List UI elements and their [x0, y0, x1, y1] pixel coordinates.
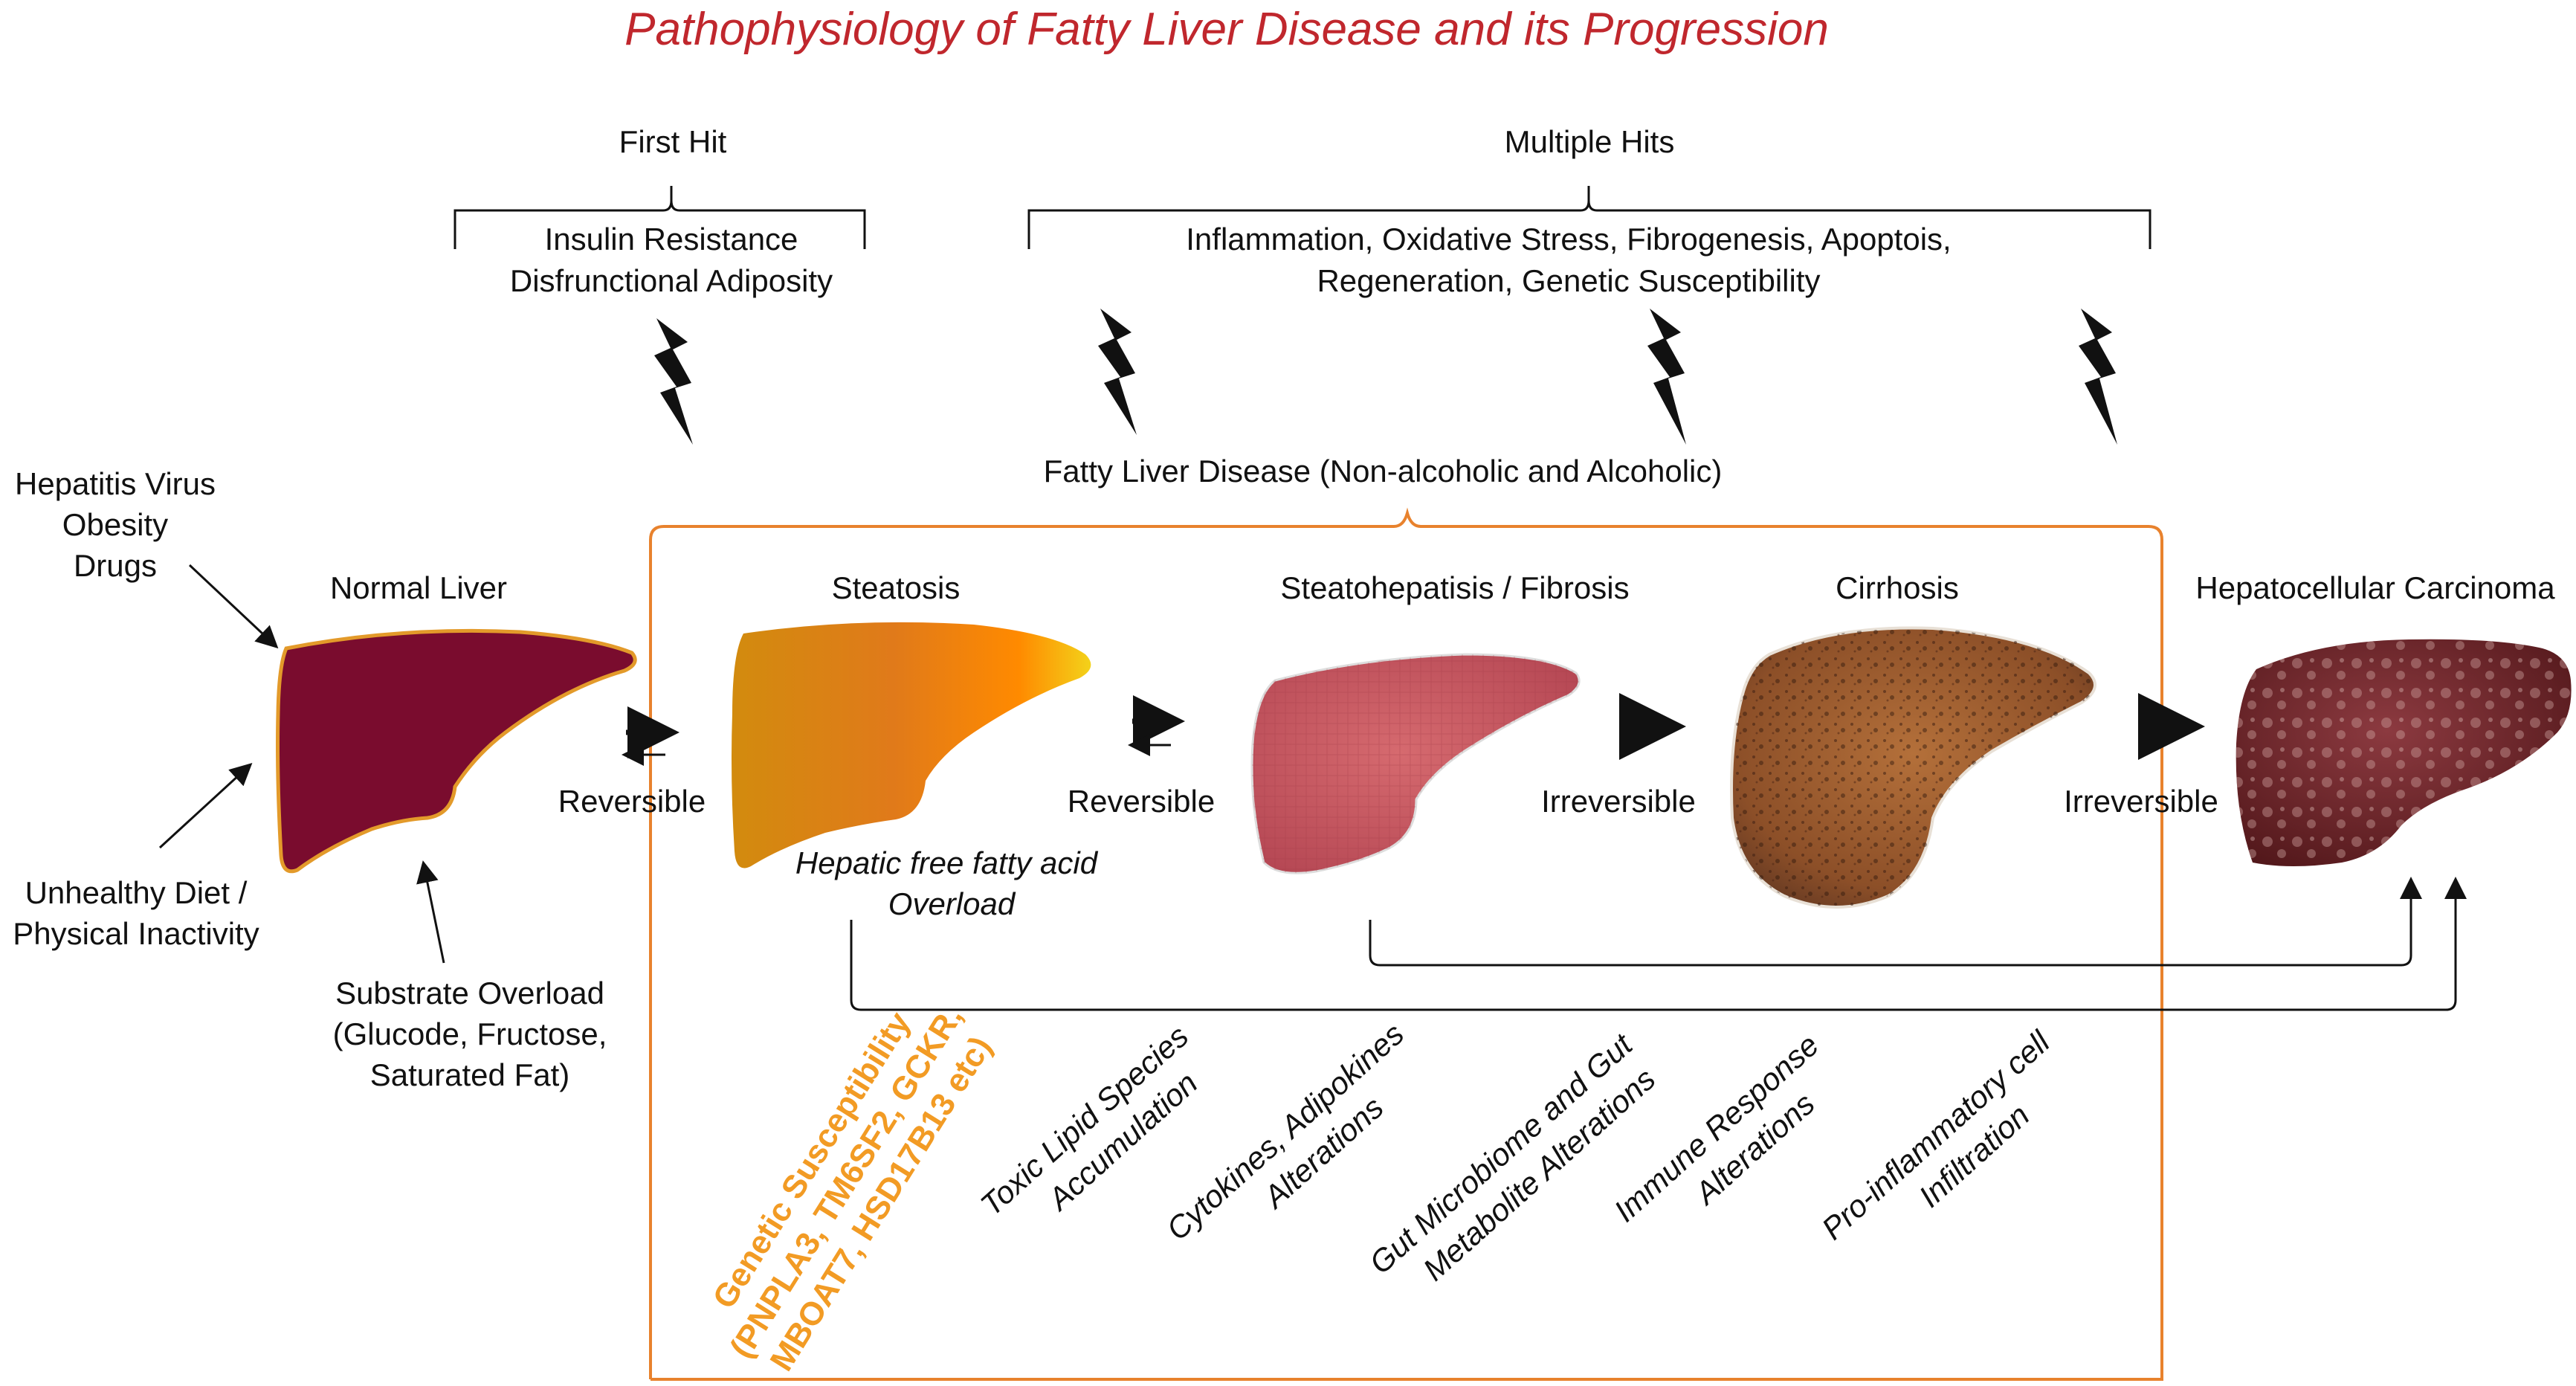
- multiple-hits-label: Multiple Hits: [1505, 124, 1675, 159]
- risk-factor-drugs: Drugs: [74, 548, 157, 583]
- mechanism-gut: Gut Microbiome and Gut Metabolite Altera…: [1363, 1026, 1662, 1288]
- multiple-hits-brace: [1027, 186, 2151, 249]
- first-hit-line-1: Insulin Resistance: [545, 222, 798, 257]
- multiple-hits-line-2: Regeneration, Genetic Susceptibility: [1317, 263, 1820, 298]
- transition-arrows: [622, 693, 2205, 766]
- transition-label-3: Irreversible: [1541, 784, 1696, 819]
- stage-label-hcc: Hepatocellular Carcinoma: [2195, 570, 2555, 605]
- lightning-bolt-icon: [1647, 309, 1686, 445]
- genetic-genes-1: (PNPLA3, TM6SF2, GCKR,: [723, 999, 970, 1364]
- transition-label-4: Irreversible: [2064, 784, 2218, 819]
- page-title: Pathophysiology of Fatty Liver Disease a…: [624, 4, 1829, 55]
- risk-factor-sugars: (Glucode, Fructose,: [333, 1016, 607, 1051]
- stage-label-fibrosis: Steatohepatisis / Fibrosis: [1280, 570, 1629, 605]
- transition-label-2: Reversible: [1068, 784, 1215, 819]
- mechanism-proinflammatory: Pro-inflammatory cell Infiltration: [1815, 1023, 2057, 1246]
- progression-line-steatosis-to-hcc: [850, 877, 2467, 1011]
- liver-steatosis-icon: [732, 622, 1091, 868]
- first-hit-line-2: Disfrunctional Adiposity: [510, 263, 833, 298]
- liver-fibrosis-icon: [1250, 653, 1581, 874]
- risk-factor-substrate: Substrate Overload: [335, 976, 604, 1011]
- liver-cirrhosis-icon: [1730, 626, 2096, 909]
- genetic-susceptibility: Genetic Susceptibility (PNPLA3, TM6SF2, …: [706, 999, 998, 1377]
- multiple-hits-line-1: Inflammation, Oxidative Stress, Fibrogen…: [1186, 222, 1951, 257]
- liver-hcc-icon: [2236, 639, 2572, 866]
- first-hit-group: First Hit Insulin Resistance Disfrunctio…: [453, 124, 866, 298]
- risk-factors: Hepatitis Virus Obesity Drugs Unhealthy …: [13, 466, 607, 1092]
- risk-factor-inactivity: Physical Inactivity: [13, 916, 259, 951]
- stage-label-normal: Normal Liver: [330, 570, 507, 605]
- risk-factor-obesity: Obesity: [62, 507, 168, 542]
- first-hit-label: First Hit: [619, 124, 727, 159]
- stage-label-cirrhosis: Cirrhosis: [1836, 570, 1959, 605]
- transition-label-1: Reversible: [558, 784, 706, 819]
- progression-line-fibrosis-to-hcc: [1369, 877, 2422, 967]
- multiple-hits-group: Multiple Hits Inflammation, Oxidative St…: [1027, 124, 2151, 298]
- risk-factor-hepatitis: Hepatitis Virus: [15, 466, 216, 501]
- lightning-bolts: [654, 309, 2117, 445]
- risk-arrow-bottom-left: [158, 762, 253, 849]
- steatosis-note-line-1: Hepatic free fatty acid: [795, 845, 1099, 880]
- fatty-liver-disease-box: [649, 507, 2163, 1381]
- liver-normal-icon: [276, 628, 637, 874]
- mechanism-line-1: Cytokines, Adipokines: [1160, 1016, 1410, 1247]
- risk-factor-diet: Unhealthy Diet /: [25, 875, 248, 910]
- steatosis-note-line-2: Overload: [888, 886, 1016, 921]
- risk-factor-fat: Saturated Fat): [370, 1057, 569, 1092]
- fatty-liver-disease-label: Fatty Liver Disease (Non-alcoholic and A…: [1044, 454, 1723, 489]
- risk-arrow-top: [188, 564, 279, 649]
- mechanism-immune: Immune Response Alterations: [1607, 1027, 1825, 1228]
- mechanism-line-1: Gut Microbiome and Gut: [1363, 1026, 1640, 1281]
- lightning-bolt-icon: [2079, 309, 2117, 445]
- lightning-bolt-icon: [654, 318, 693, 445]
- first-hit-brace: [453, 186, 866, 249]
- lightning-bolt-icon: [1098, 309, 1137, 435]
- stage-label-steatosis: Steatosis: [832, 570, 961, 605]
- risk-arrow-bottom: [416, 860, 445, 964]
